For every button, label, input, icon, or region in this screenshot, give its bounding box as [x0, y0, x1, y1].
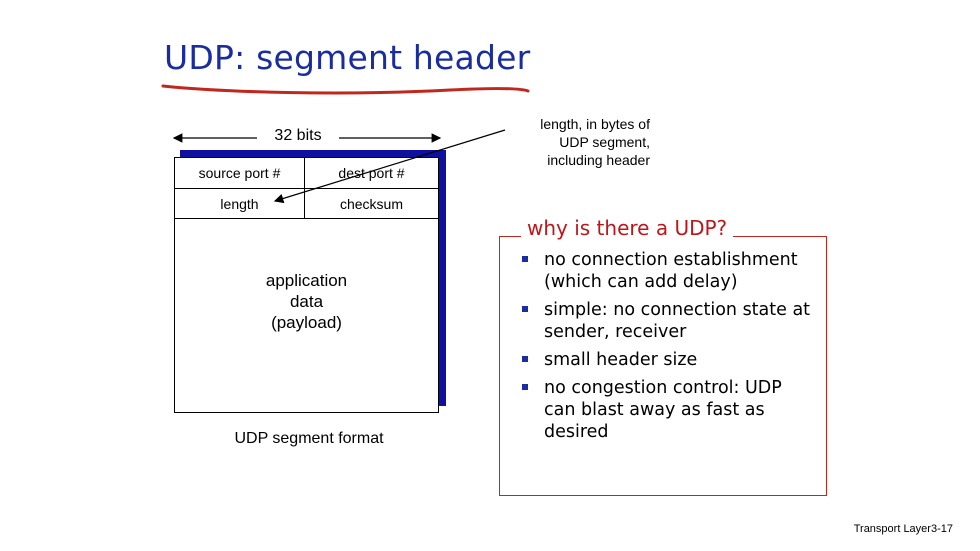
length-annotation: length, in bytes of UDP segment, includi…	[480, 115, 650, 169]
annotation-line: including header	[547, 152, 650, 168]
length-field: length	[175, 189, 305, 218]
title-underline	[161, 84, 530, 95]
payload-line: data	[289, 292, 324, 311]
bullet-text: no connection establishment (which can a…	[544, 250, 798, 292]
bullet-text: simple: no connection state at sender, r…	[544, 300, 811, 342]
payload-line: application	[265, 271, 348, 290]
page-number: 3-17	[930, 523, 953, 535]
bullet-square-icon	[522, 384, 528, 390]
udp-segment: source port # dest port # length checksu…	[174, 157, 439, 413]
list-item: no congestion control: UDP can blast awa…	[518, 377, 818, 443]
source-port-field: source port #	[175, 158, 305, 188]
width-label: 32 bits	[257, 127, 339, 145]
bullet-square-icon	[522, 256, 528, 262]
annotation-line: length, in bytes of	[540, 116, 650, 132]
list-item: no connection establishment (which can a…	[518, 249, 818, 293]
slide-title: UDP: segment header	[164, 38, 531, 77]
payload-line: (payload)	[271, 313, 342, 332]
why-udp-title: why is there a UDP?	[521, 216, 734, 240]
diagram-caption: UDP segment format	[234, 430, 384, 447]
bullet-square-icon	[522, 356, 528, 362]
footer-text: Transport Layer	[853, 523, 931, 535]
bullet-square-icon	[522, 306, 528, 312]
dest-port-field: dest port #	[338, 165, 405, 181]
slide-footer: Transport Layer3-17	[854, 523, 953, 535]
annotation-line: UDP segment,	[559, 134, 650, 150]
bullet-text: small header size	[544, 350, 698, 370]
header-row-length: length checksum	[175, 189, 438, 219]
list-item: small header size	[518, 349, 818, 371]
payload-area: application data (payload)	[175, 270, 438, 333]
list-item: simple: no connection state at sender, r…	[518, 299, 818, 343]
checksum-field: checksum	[339, 195, 404, 212]
why-udp-list: no connection establishment (which can a…	[518, 249, 818, 449]
header-row-ports: source port # dest port #	[175, 158, 438, 189]
bullet-text: no congestion control: UDP can blast awa…	[544, 378, 782, 442]
